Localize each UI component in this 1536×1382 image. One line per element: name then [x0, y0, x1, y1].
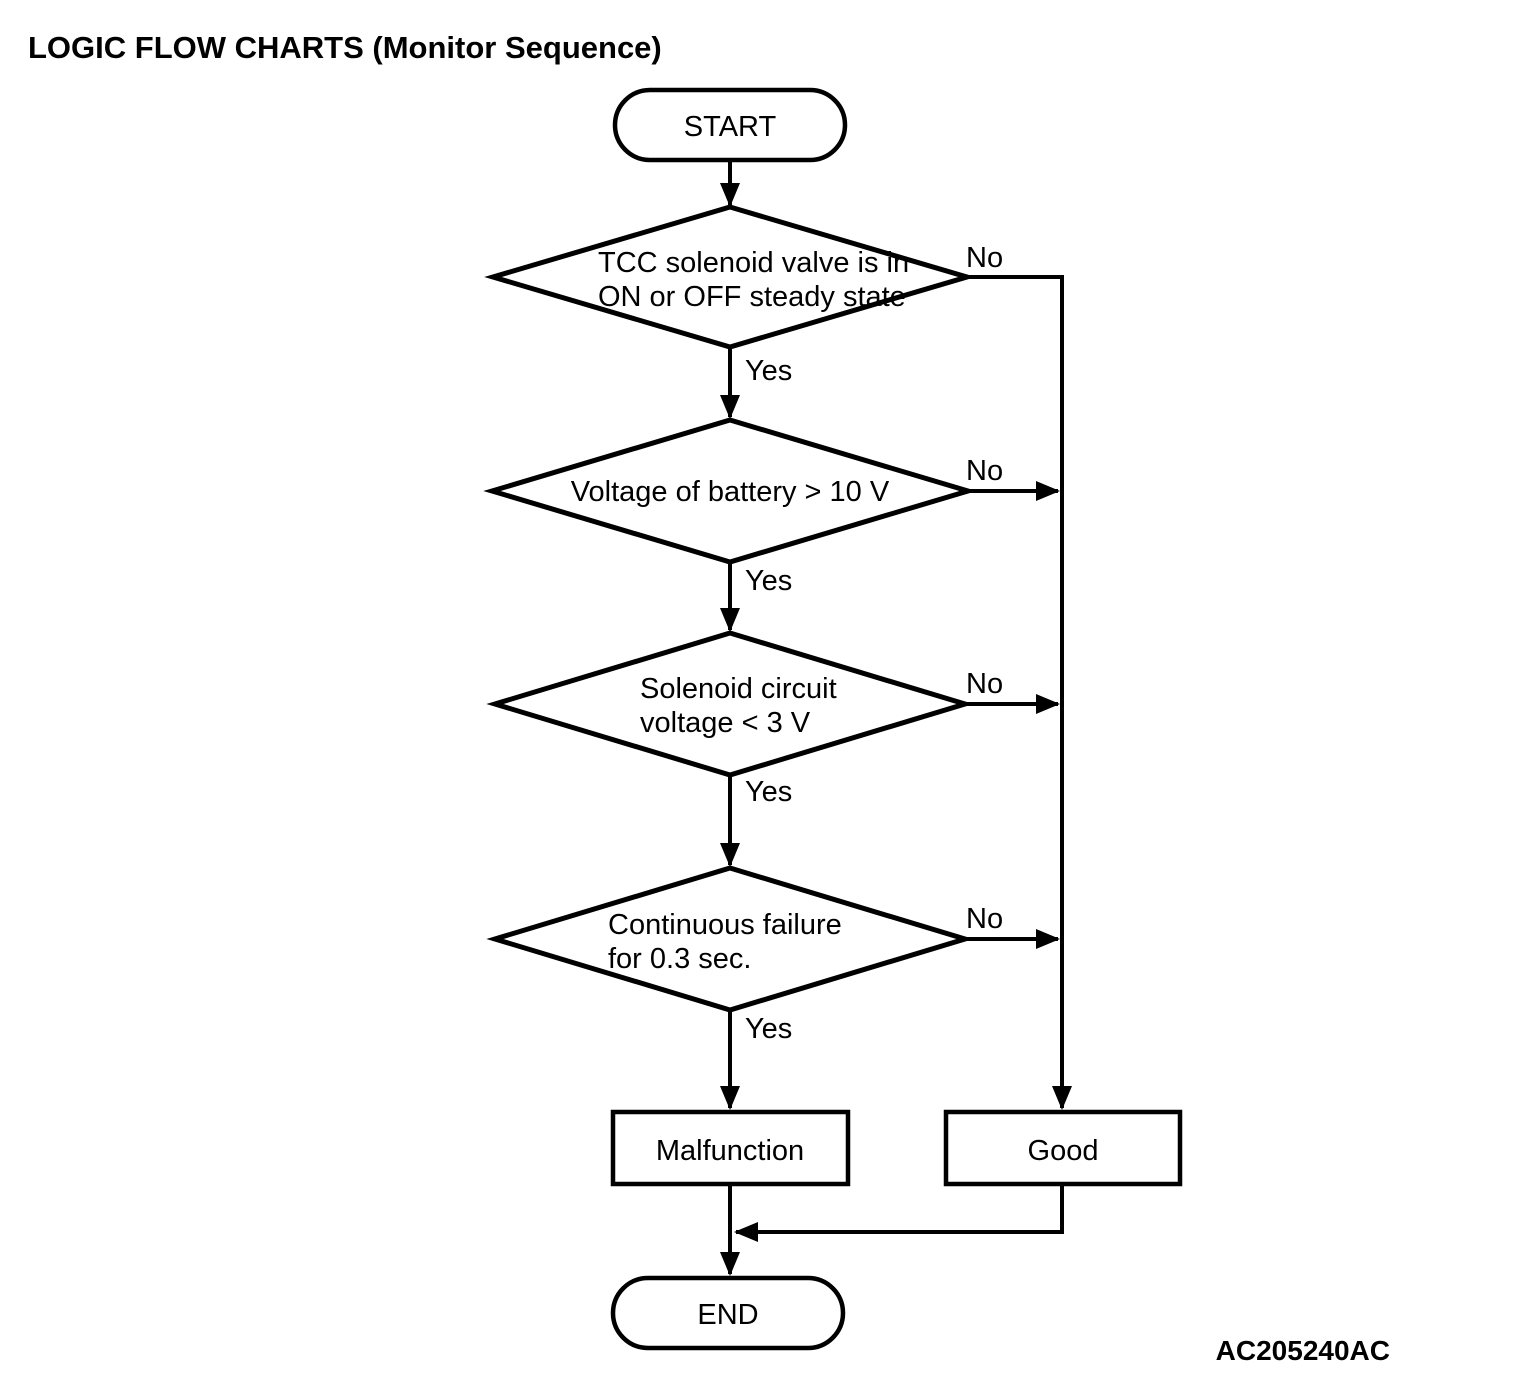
decision-1-no-label: No — [966, 242, 1003, 274]
decision-1-label-line-2: ON or OFF steady state — [598, 281, 906, 313]
decision-4-yes-label: Yes — [745, 1013, 792, 1045]
good-node-shape — [943, 1109, 1183, 1187]
start-node-label: START — [684, 111, 777, 143]
arrow-decision-1-no-to-good — [967, 275, 1072, 1110]
arrow-good-to-end — [734, 1184, 1064, 1242]
decision-3-yes-label: Yes — [745, 776, 792, 808]
decision-1-label-line-1: TCC solenoid valve is in — [598, 247, 909, 279]
start-node: START — [612, 87, 848, 163]
decision-2-node: Voltage of battery > 10 V — [483, 417, 977, 565]
decision-2-label-line-1: Voltage of battery > 10 V — [571, 476, 890, 508]
end-node-label: END — [697, 1299, 758, 1331]
decision-4-no-label: No — [966, 903, 1003, 935]
decision-3-label-line-2: voltage < 3 V — [640, 707, 811, 739]
decision-2-no-label: No — [966, 455, 1003, 487]
decision-3-node: Solenoid circuit voltage < 3 V — [486, 630, 974, 778]
decision-4-label-line-1: Continuous failure — [608, 909, 842, 941]
decision-4-label-line-2: for 0.3 sec. — [608, 943, 751, 975]
end-node-shape — [610, 1275, 846, 1351]
decision-3-label-line-1: Solenoid circuit — [640, 673, 837, 705]
page-title: LOGIC FLOW CHARTS (Monitor Sequence) — [28, 30, 662, 65]
figure-code: AC205240AC — [1216, 1335, 1390, 1366]
good-node-label: Good — [1028, 1135, 1099, 1167]
malfunction-node-shape — [610, 1109, 851, 1187]
decision-3-no-label: No — [966, 668, 1003, 700]
decision-1-node: TCC solenoid valve is in ON or OFF stead… — [484, 204, 976, 350]
decision-2-yes-label: Yes — [745, 565, 792, 597]
malfunction-node: Malfunction — [610, 1109, 851, 1187]
malfunction-node-label: Malfunction — [656, 1135, 804, 1167]
end-node: END — [610, 1275, 846, 1351]
good-node: Good — [943, 1109, 1183, 1187]
decision-4-node: Continuous failure for 0.3 sec. — [486, 865, 974, 1013]
decision-1-yes-label: Yes — [745, 355, 792, 387]
